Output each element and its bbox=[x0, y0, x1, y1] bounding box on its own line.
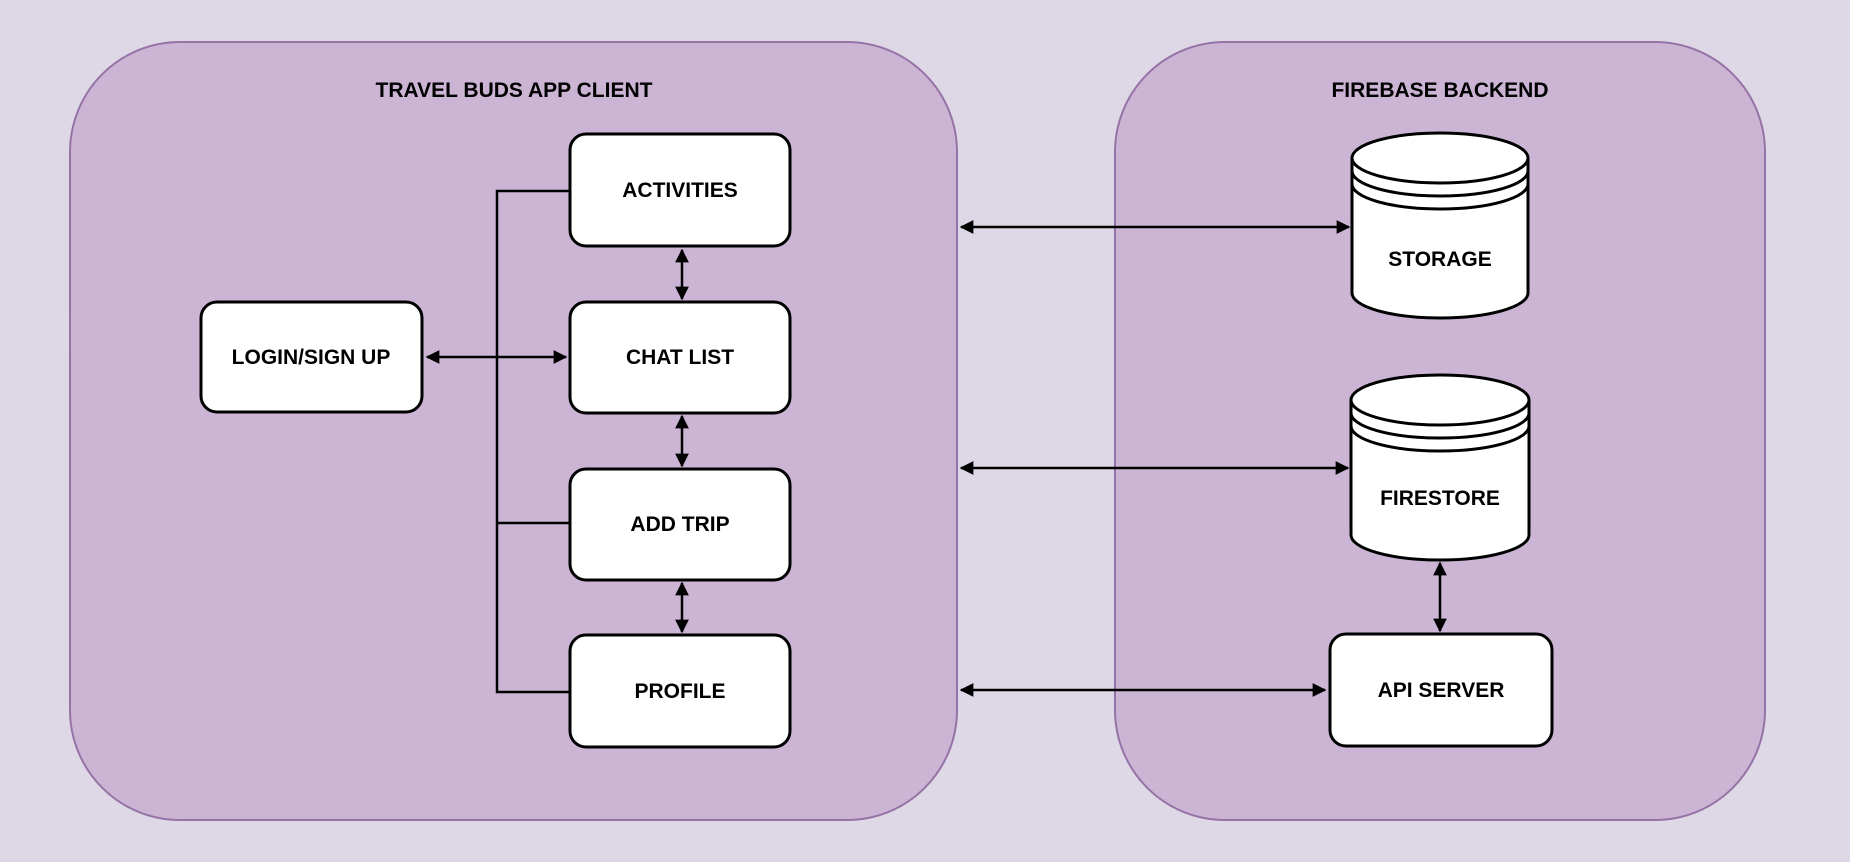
node-api-server-label: API SERVER bbox=[1378, 679, 1505, 702]
edge-trunk-connector bbox=[495, 189, 570, 694]
node-firestore-label: FIRESTORE bbox=[1380, 487, 1500, 510]
node-login-signup[interactable] bbox=[199, 300, 424, 414]
node-add-trip-label: ADD TRIP bbox=[630, 513, 729, 536]
backend-container-title: FIREBASE BACKEND bbox=[1331, 79, 1548, 102]
node-add-trip[interactable] bbox=[568, 467, 792, 582]
node-chat-list-label: CHAT LIST bbox=[626, 346, 734, 369]
node-activities-label: ACTIVITIES bbox=[622, 179, 738, 202]
node-chat-list[interactable] bbox=[568, 300, 792, 415]
client-container-title: TRAVEL BUDS APP CLIENT bbox=[376, 79, 653, 102]
node-login-signup-label: LOGIN/SIGN UP bbox=[232, 346, 391, 369]
node-api-server[interactable] bbox=[1328, 632, 1554, 748]
node-activities[interactable] bbox=[568, 132, 792, 248]
node-storage-label: STORAGE bbox=[1388, 248, 1491, 271]
client-container[interactable] bbox=[69, 41, 958, 821]
node-profile-label: PROFILE bbox=[634, 680, 725, 703]
node-firestore[interactable] bbox=[1349, 373, 1531, 562]
node-storage[interactable] bbox=[1350, 131, 1530, 320]
node-profile[interactable] bbox=[568, 633, 792, 749]
